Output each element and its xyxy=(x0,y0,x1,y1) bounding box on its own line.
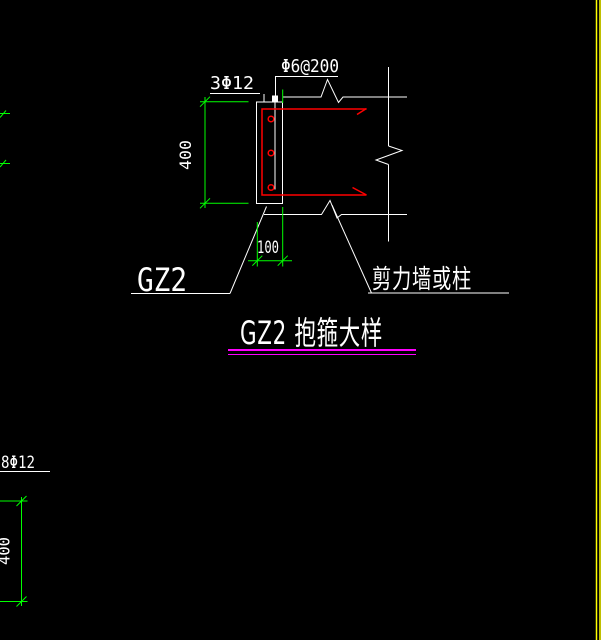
beam-bottom-edge-break-line xyxy=(264,199,407,219)
support-note-leader xyxy=(331,204,372,294)
edge-dim-tick xyxy=(0,159,7,168)
stirrup-hoop xyxy=(261,108,367,196)
member-tag-label: GZ2 xyxy=(137,261,187,299)
partial-dim-400-label: 400 xyxy=(0,537,14,565)
rebar-dot xyxy=(267,115,275,123)
dim-tick xyxy=(16,596,27,607)
dim-400-label: 400 xyxy=(176,140,195,170)
detail-title: GZ2 抱箍大样 xyxy=(240,314,383,352)
stirrup-spec-label: Φ6@200 xyxy=(281,56,339,77)
column-outline xyxy=(256,101,283,204)
annotation-text: 3Φ12 Φ6@200 400 100 GZ2 剪力墙或柱 GZ2 抱箍大样 8… xyxy=(0,56,472,565)
reinforcement-lines xyxy=(261,107,367,196)
wall-line-z-break xyxy=(374,145,404,165)
top-bars-label: 3Φ12 xyxy=(210,73,254,94)
support-note-label: 剪力墙或柱 xyxy=(372,265,472,295)
edge-dim-tick xyxy=(0,110,7,118)
title-underline xyxy=(228,349,416,355)
partial-bars-label: 8Φ12 xyxy=(1,453,35,473)
object-lines xyxy=(0,67,509,472)
member-tag-leader xyxy=(229,206,267,294)
viewport-border xyxy=(595,0,601,640)
dim-tick xyxy=(199,197,211,209)
phi6-bar-marker xyxy=(272,95,278,102)
stirrup-hook-bottom xyxy=(352,186,367,196)
rebar-dot xyxy=(267,183,275,192)
dim-tick xyxy=(251,255,263,267)
dim-tick xyxy=(277,255,289,267)
dimension-lines xyxy=(0,89,292,607)
rebar-dot xyxy=(267,149,275,157)
beam-top-edge-break-line xyxy=(282,78,407,104)
dim-tick xyxy=(199,96,211,108)
dim-tick xyxy=(16,495,27,507)
dim-100-label: 100 xyxy=(257,238,279,258)
stirrup-hook-top xyxy=(356,107,367,116)
